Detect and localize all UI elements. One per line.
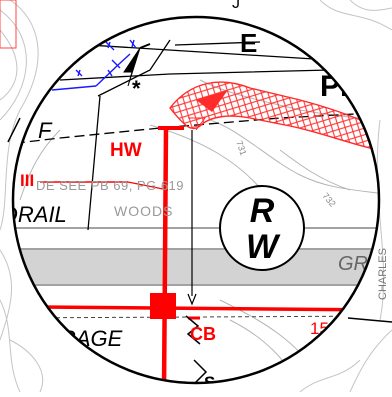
structure-marker: [196, 90, 228, 112]
red-utility: [39, 126, 379, 383]
contour-label-731: 731: [234, 139, 249, 157]
label-woods: WOODS: [114, 203, 173, 219]
magnifier-ring: [11, 15, 381, 385]
outer-red-box: [0, 0, 17, 49]
leader-line-left: [7, 117, 21, 143]
label-see-pb: DE SEE PB 69, PG 619: [36, 178, 184, 193]
road-band: [13, 250, 379, 284]
catch-basin-symbol: [185, 315, 208, 383]
label-cb: CB: [190, 324, 216, 344]
label-hw: HW: [110, 140, 142, 161]
top-glyph: J: [232, 0, 240, 12]
outer-side-text: CHARLES: [377, 248, 389, 300]
label-f: F: [38, 118, 53, 143]
svg-text:W: W: [246, 228, 281, 266]
label-gr: GR: [338, 253, 368, 275]
label-rail: DRAIL: [2, 202, 67, 227]
leader-line-right: [347, 317, 392, 323]
svg-text:R: R: [250, 192, 275, 230]
label-e: E: [240, 28, 257, 58]
hatched-structure: [169, 81, 379, 151]
svg-text:CHARLES: CHARLES: [377, 248, 389, 300]
marsh-symbol: [51, 39, 137, 91]
structure-inner: [188, 117, 206, 131]
svg-text:*: *: [132, 76, 141, 101]
north-arrow-icon: *: [123, 43, 151, 101]
label-iii: III: [20, 171, 34, 190]
label-s: S: [204, 373, 215, 392]
label-rage: RAGE: [60, 326, 123, 351]
rw-circle-symbol: R W: [219, 185, 305, 271]
